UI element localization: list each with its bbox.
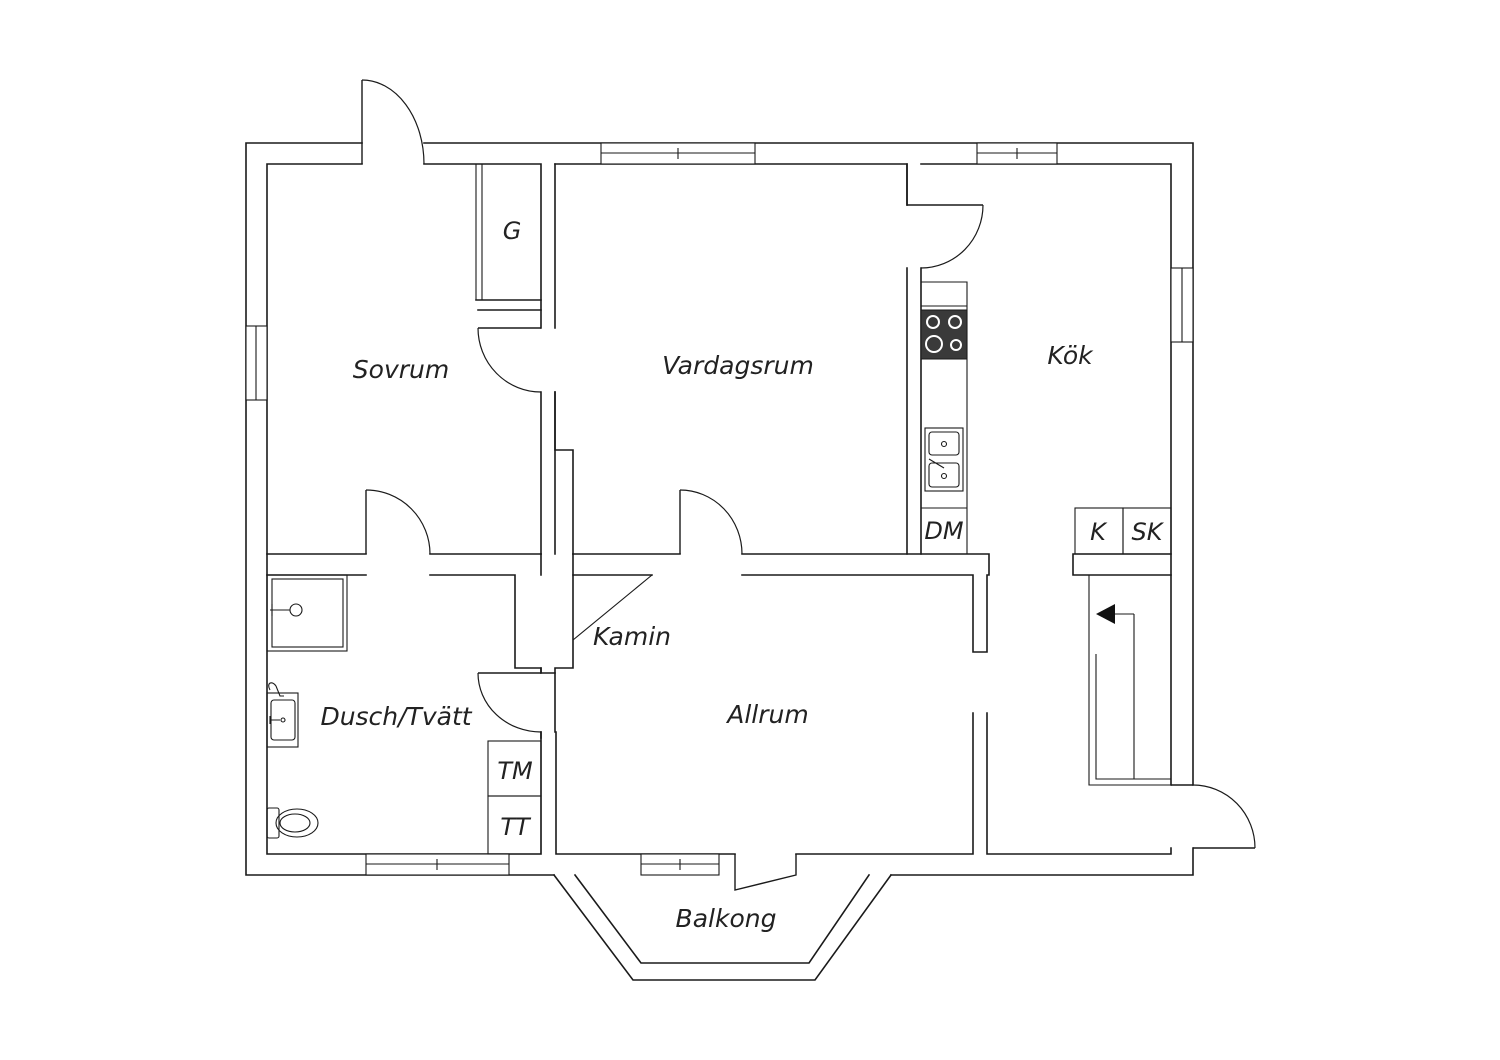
door-kitchen <box>907 204 984 269</box>
door-bath <box>365 489 431 555</box>
door-bath-allrum <box>477 672 542 733</box>
room-label-balkong: Balkong <box>676 904 777 933</box>
sink-icon <box>924 427 964 492</box>
fixture-label-torktumlare: TT <box>500 813 532 841</box>
stair-storage <box>1088 575 1171 786</box>
fixture-label-diskmaskin: DM <box>924 517 963 545</box>
door-exterior-right <box>1171 784 1256 849</box>
stove-icon <box>920 309 968 360</box>
door-allrum <box>679 489 743 555</box>
fixture-label-garderob: G <box>503 217 522 245</box>
room-label-kok: Kök <box>1047 341 1094 370</box>
room-label-allrum: Allrum <box>725 700 808 729</box>
windows <box>245 142 1194 876</box>
toilet-icon <box>266 807 319 839</box>
kitchen-counter <box>920 281 968 554</box>
doors <box>361 79 1256 891</box>
room-label-vardagsrum: Vardagsrum <box>662 351 814 380</box>
door-entrance <box>361 79 425 165</box>
fridge-pantry <box>1074 507 1172 555</box>
balcony <box>552 873 893 981</box>
wardrobe-doors <box>475 164 483 300</box>
washbasin-icon <box>266 682 299 748</box>
laundry-units <box>487 740 542 855</box>
outer-walls <box>245 142 1194 876</box>
arrow-left-icon <box>1096 604 1115 624</box>
door-balcony <box>734 854 797 891</box>
door-bedroom <box>477 327 542 393</box>
shower-icon <box>266 574 348 652</box>
room-label-kamin: Kamin <box>593 622 671 651</box>
fixture-label-skafferi: SK <box>1132 518 1165 546</box>
fixture-label-kyl: K <box>1090 518 1108 546</box>
interior-walls <box>266 163 1172 739</box>
room-label-dusch-tvatt: Dusch/Tvätt <box>320 702 472 731</box>
fixture-label-tvattmaskin: TM <box>497 757 533 785</box>
fireplace-outline <box>572 574 653 641</box>
room-label-sovrum: Sovrum <box>353 355 449 384</box>
